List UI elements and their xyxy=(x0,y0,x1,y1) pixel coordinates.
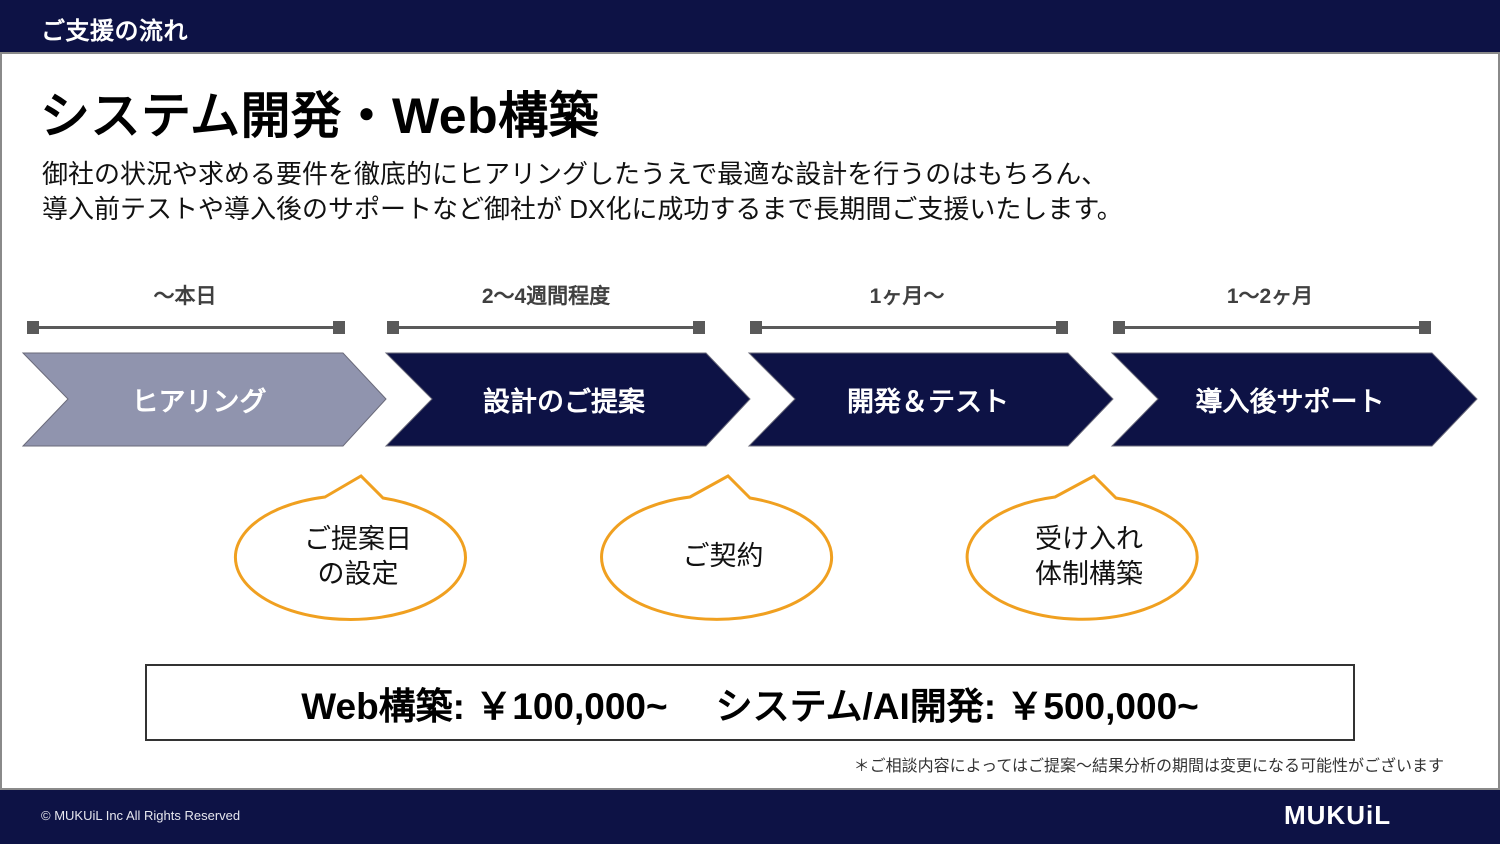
milestone-text: 受け入れ 体制構築 xyxy=(989,522,1189,592)
chevron-step-design-proposal xyxy=(384,352,751,447)
timeline-start-marker xyxy=(387,321,399,334)
header-bar xyxy=(0,0,1500,54)
timeline-end-marker xyxy=(693,321,705,334)
milestone-bubbles xyxy=(234,474,1199,621)
intro-line: 導入前テストや導入後のサポートなど御社が DX化に成功するまで長期間ご支援いたし… xyxy=(42,194,1123,224)
step-label: 導入後サポート xyxy=(1195,387,1385,417)
milestone-line: ご提案日 xyxy=(304,524,412,554)
timeline-end-marker xyxy=(333,321,345,334)
timeline-line xyxy=(756,326,1062,329)
timeline-line xyxy=(1119,326,1425,329)
speech-bubble-contract xyxy=(600,474,834,621)
timeline-bar xyxy=(750,321,1068,334)
timeline-start-marker xyxy=(27,321,39,334)
step-label: 開発＆テスト xyxy=(847,387,1009,417)
milestone-line: の設定 xyxy=(317,559,399,589)
speech-bubble-acceptance-setup xyxy=(965,474,1199,621)
step-label: ヒアリング xyxy=(131,387,267,417)
timeline-bar xyxy=(1113,321,1431,334)
timeline-line xyxy=(393,326,699,329)
chevron-step-development-test xyxy=(747,352,1114,447)
page-title: システム開発・Web構築 xyxy=(40,88,600,144)
chevron-step-hearing xyxy=(21,352,387,447)
milestone-line: 体制構築 xyxy=(1035,559,1143,589)
slide-body xyxy=(0,54,1500,788)
pricing-box: Web構築: ￥100,000~ システム/AI開発: ￥500,000~ xyxy=(145,664,1355,741)
step-label: 設計のご提案 xyxy=(483,387,645,417)
price-system-ai: システム/AI開発: ￥500,000~ xyxy=(715,685,1199,727)
timeline-bar xyxy=(27,321,345,334)
section-title: ご支援の流れ xyxy=(41,18,188,45)
step-duration: 〜本日 xyxy=(153,285,217,308)
timeline-bar xyxy=(387,321,705,334)
milestone-line: 受け入れ xyxy=(1035,524,1143,554)
milestone-text: ご契約 xyxy=(623,539,823,574)
timeline-end-marker xyxy=(1056,321,1068,334)
step-duration: 2〜4週間程度 xyxy=(481,285,611,308)
timeline-start-marker xyxy=(1113,321,1125,334)
step-duration: 1ヶ月〜 xyxy=(869,285,945,308)
process-chevrons xyxy=(21,352,1478,447)
speech-bubble-proposal-date xyxy=(234,474,467,621)
intro-text: 御社の状況や求める要件を徹底的にヒアリングしたうえで最適な設計を行うのはもちろん… xyxy=(42,157,1123,227)
milestone-line: ご契約 xyxy=(682,541,764,571)
price-web: Web構築: ￥100,000~ xyxy=(301,685,668,727)
step-duration: 1〜2ヶ月 xyxy=(1226,285,1314,308)
timeline-line xyxy=(33,326,339,329)
milestone-text: ご提案日 の設定 xyxy=(258,522,458,592)
timeline-start-marker xyxy=(750,321,762,334)
company-logo: MUKUiL xyxy=(1284,800,1392,830)
intro-line: 御社の状況や求める要件を徹底的にヒアリングしたうえで最適な設計を行うのはもちろん… xyxy=(42,159,1108,189)
footer-bar xyxy=(0,788,1500,844)
copyright-text: © MUKUiL Inc All Rights Reserved xyxy=(41,808,241,823)
chevron-step-post-support xyxy=(1110,352,1478,447)
timeline-end-marker xyxy=(1419,321,1431,334)
footnote: ＊ご相談内容によってはご提案〜結果分析の期間は変更になる可能性がございます xyxy=(853,758,1444,775)
